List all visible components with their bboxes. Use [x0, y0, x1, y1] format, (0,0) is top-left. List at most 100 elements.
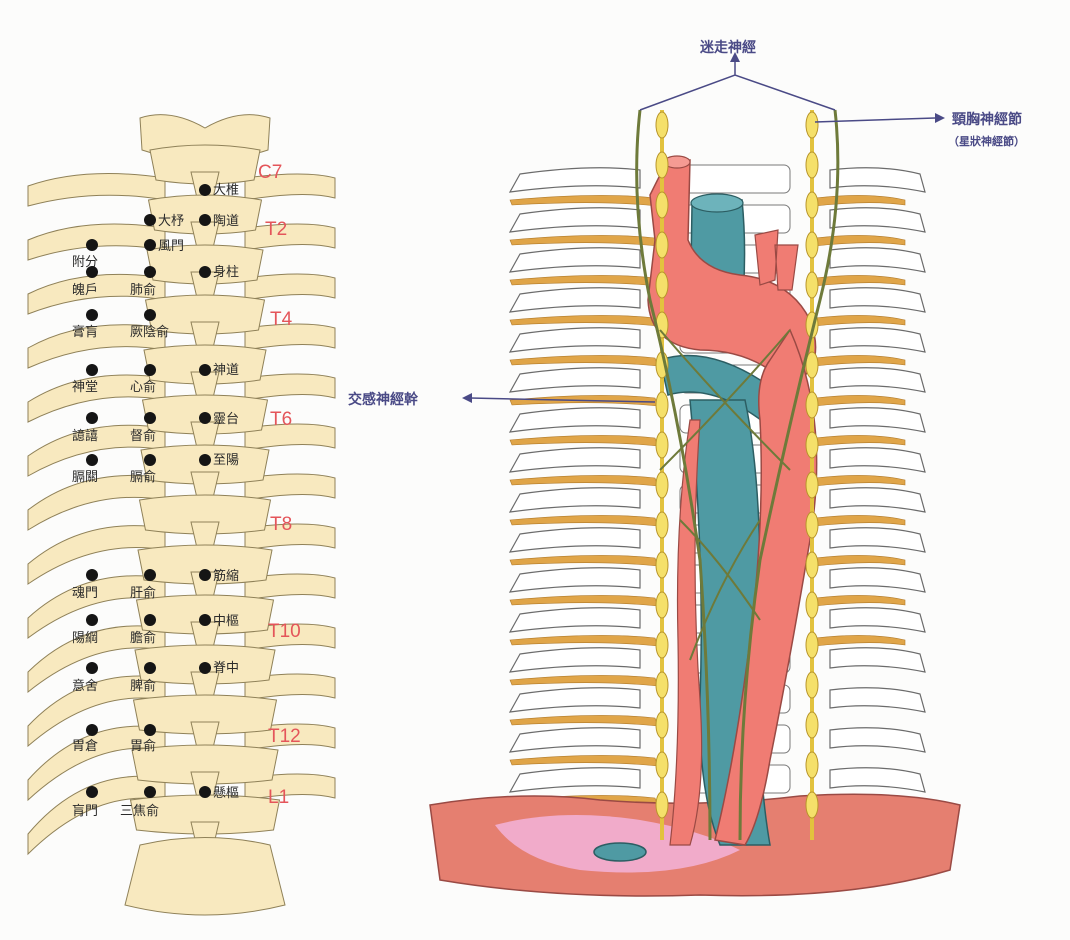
acupoint-label: 膽俞	[130, 630, 156, 646]
intercostal-nerve-left	[510, 715, 658, 726]
acupoint-marker	[144, 454, 156, 466]
intercostal-nerve-right	[815, 635, 905, 646]
descending-aorta-left	[670, 420, 702, 845]
rib-outline-left	[510, 768, 640, 792]
rib-outline-left	[510, 328, 640, 352]
intercostal-nerve-right	[815, 235, 905, 246]
acupoint-label: 督俞	[130, 428, 156, 444]
acupoint-label: 膏肓	[72, 324, 98, 340]
vertebra-label: T10	[268, 621, 301, 642]
rib-outline-left	[510, 648, 640, 672]
rib-outline-left	[510, 608, 640, 632]
acupoint-label: 神道	[213, 363, 239, 378]
acupoint-label: 肓門	[72, 803, 98, 819]
sympathetic-ganglion	[656, 712, 668, 738]
acupoint-marker	[199, 364, 211, 376]
acupoint-marker	[144, 364, 156, 376]
ganglion-pointer-line	[815, 118, 935, 122]
sympathetic-ganglion	[656, 272, 668, 298]
acupoint-label: 意舍	[72, 678, 98, 694]
rib-outline-left	[510, 288, 640, 312]
acupoint-marker	[144, 266, 156, 278]
rib-outline-left	[510, 368, 640, 392]
sympathetic-ganglion	[806, 632, 818, 658]
rib-outline-right	[830, 368, 925, 392]
acupoint-label: 胃俞	[130, 738, 156, 754]
aortic-branches	[755, 230, 798, 290]
rib-outline-left	[510, 208, 640, 232]
acupoint-marker	[144, 309, 156, 321]
acupoint-marker	[199, 412, 211, 424]
acupoint-marker	[144, 239, 156, 251]
acupoint-marker	[144, 214, 156, 226]
sympathetic-ganglion	[656, 672, 668, 698]
acupoint-marker	[144, 786, 156, 798]
acupoint-marker	[144, 412, 156, 424]
acupoint-label: 筋縮	[213, 568, 239, 584]
sympathetic-ganglion	[806, 432, 818, 458]
sympathetic-ganglion	[806, 512, 818, 538]
intercostal-nerve-left	[510, 515, 658, 526]
intercostal-nerve-left	[510, 555, 658, 566]
rib-outline-left	[510, 448, 640, 472]
acupoint-marker	[86, 412, 98, 424]
rib-outline-right	[830, 768, 925, 792]
sympathetic-ganglion	[806, 232, 818, 258]
intercostal-nerve-left	[510, 435, 658, 446]
vertebra-label: C7	[258, 162, 282, 183]
rib-outline-right	[830, 288, 925, 312]
intercostal-nerve-left	[510, 235, 658, 246]
lumbar-sacral-base	[125, 838, 285, 916]
spine-acupoint-diagram: C7T2T4T6T8T10T12L1 大椎大杼陶道風門附分身柱魄戶肺俞膏肓厥陰俞…	[28, 115, 335, 915]
intercostal-nerve-right	[815, 555, 905, 566]
vagus-nerve-label: 迷走神經	[699, 39, 756, 56]
acupoint-marker	[199, 614, 211, 626]
intercostal-nerve-left	[510, 755, 658, 766]
acupoint-label: 懸樞	[213, 786, 239, 801]
sympathetic-ganglion	[656, 392, 668, 418]
vertebra-label: T2	[265, 219, 287, 240]
acupoint-marker	[144, 662, 156, 674]
rib-outline-right	[830, 488, 925, 512]
sympathetic-ganglion	[656, 512, 668, 538]
acupoint-label: 至陽	[213, 453, 239, 468]
vertebra-label: T6	[270, 409, 292, 430]
acupoint-label: 風門	[158, 239, 184, 254]
acupoint-label: 大椎	[213, 183, 239, 198]
sympathetic-ganglion	[806, 392, 818, 418]
superior-vena-cava-top	[691, 194, 743, 212]
sympathetic-ganglion	[656, 432, 668, 458]
acupoint-label: 三焦俞	[120, 803, 159, 819]
acupoint-marker	[144, 569, 156, 581]
sympathetic-ganglion	[806, 472, 818, 498]
acupoint-marker	[199, 454, 211, 466]
sympathetic-ganglion	[656, 552, 668, 578]
esophageal-opening	[594, 843, 646, 861]
rib-outline-left	[510, 568, 640, 592]
acupoint-label: 身柱	[213, 264, 239, 280]
acupoint-marker	[144, 724, 156, 736]
acupoint-marker	[199, 214, 211, 226]
sympathetic-ganglion	[806, 272, 818, 298]
acupoint-label: 厥陰俞	[130, 324, 169, 340]
rib-outline-right	[830, 448, 925, 472]
intercostal-nerve-right	[815, 595, 905, 606]
acupoint-marker	[199, 569, 211, 581]
acupoint-marker	[86, 454, 98, 466]
rib-outline-left	[510, 168, 640, 192]
intercostal-nerve-left	[510, 355, 658, 366]
intercostal-nerve-right	[815, 315, 905, 326]
sympathetic-ganglion	[656, 632, 668, 658]
sympathetic-ganglion	[806, 192, 818, 218]
acupoint-marker	[199, 786, 211, 798]
rib-outline-left	[510, 248, 640, 272]
sympathetic-ganglion	[806, 752, 818, 778]
acupoint-label: 陶道	[213, 213, 239, 229]
rib-outline-right	[830, 528, 925, 552]
intercostal-nerve-right	[815, 395, 905, 406]
acupoint-label: 脾俞	[130, 678, 156, 694]
acupoint-label: 膈關	[72, 470, 98, 485]
vertebra-label: T12	[268, 726, 301, 747]
sympathetic-ganglion	[806, 152, 818, 178]
sympathetic-trunk-diagram: 迷走神經 頸胸神經節 （星狀神經節） 交感神經幹	[348, 39, 1025, 896]
